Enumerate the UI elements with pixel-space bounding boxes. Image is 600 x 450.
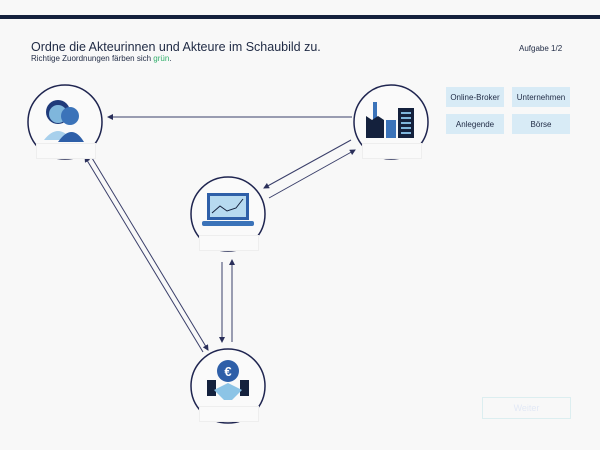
instruction: Richtige Zuordnungen färben sich grün.	[31, 54, 172, 63]
arrow-exchange-to-investors	[84, 156, 204, 353]
drop-zone-exchange[interactable]	[199, 406, 259, 422]
arrow-broker-to-company	[268, 149, 356, 199]
laptop-chart-icon	[202, 193, 254, 226]
next-button[interactable]: Weiter	[482, 397, 571, 419]
people-icon	[44, 100, 84, 142]
chip-online-broker[interactable]: Online-Broker	[446, 87, 504, 107]
chip-boerse[interactable]: Börse	[512, 114, 570, 134]
drop-zone-investors[interactable]	[36, 143, 96, 159]
handshake-euro-icon: €	[207, 360, 249, 400]
top-bar	[0, 15, 600, 19]
arrow-investors-to-exchange	[91, 157, 209, 351]
factory-icon	[366, 102, 414, 138]
drop-zone-broker[interactable]	[199, 235, 259, 251]
instruction-highlight: grün	[153, 54, 170, 63]
drop-zone-company[interactable]	[362, 143, 422, 159]
arrow-company-to-broker	[263, 139, 352, 189]
page-title: Ordne die Akteurinnen und Akteure im Sch…	[31, 40, 321, 54]
task-counter: Aufgabe 1/2	[519, 44, 563, 53]
instruction-suffix: .	[169, 54, 172, 63]
chip-unternehmen[interactable]: Unternehmen	[512, 87, 570, 107]
chip-anlegende[interactable]: Anlegende	[446, 114, 504, 134]
svg-text:€: €	[224, 364, 231, 379]
instruction-text: Richtige Zuordnungen färben sich	[31, 54, 154, 63]
